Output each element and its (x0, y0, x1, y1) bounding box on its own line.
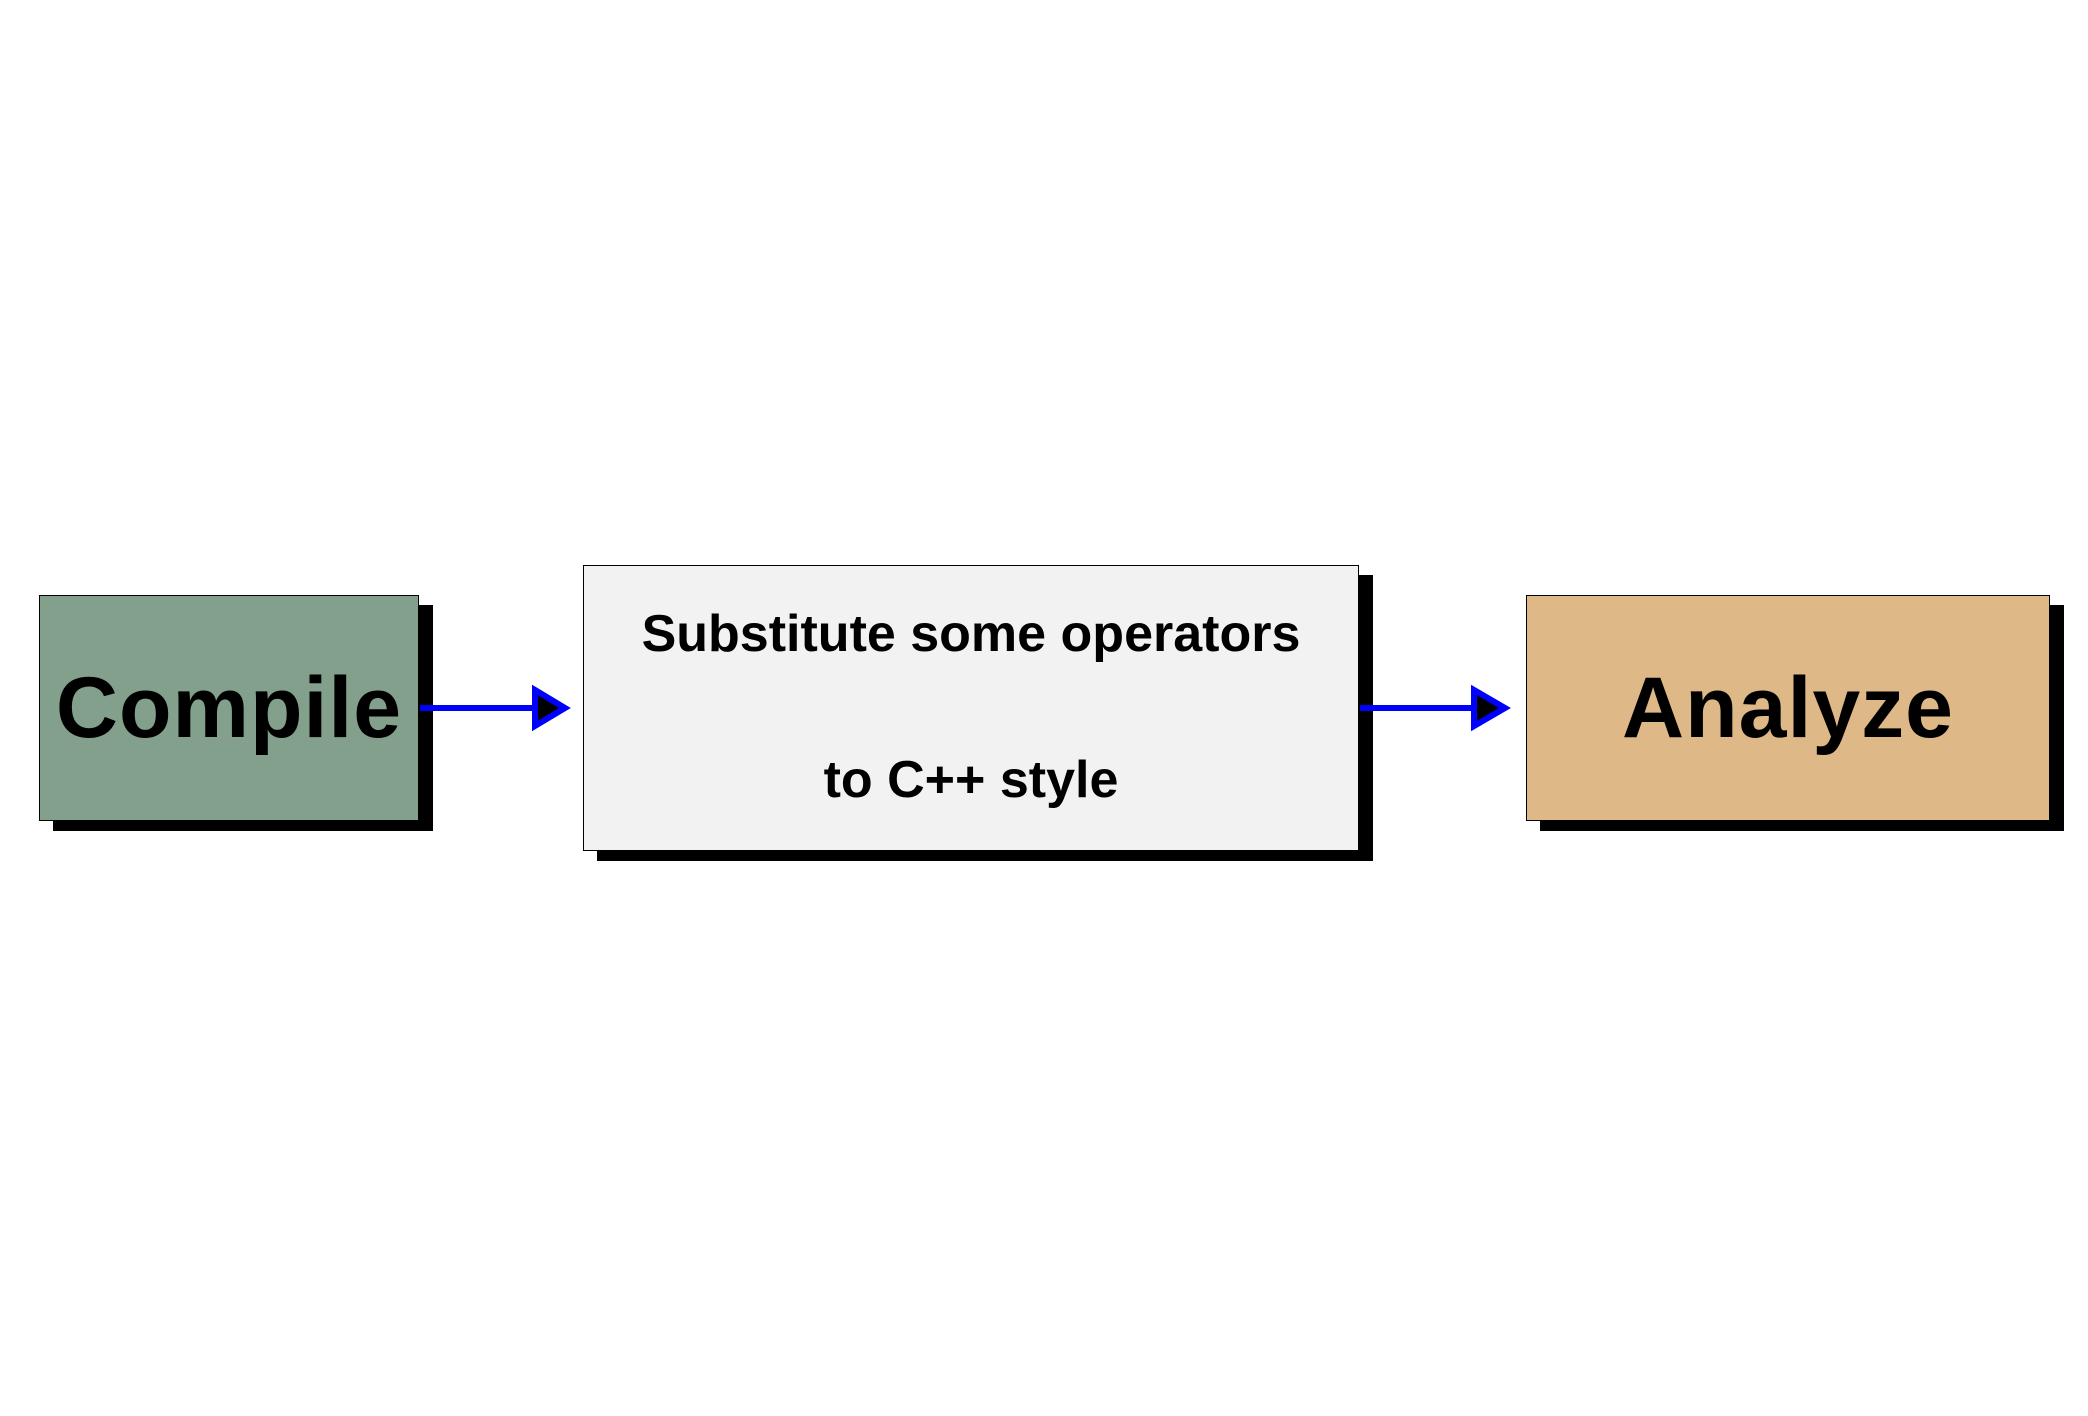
arrow-substitute-to-analyze (1360, 684, 1511, 732)
compile-label: Compile (55, 659, 403, 756)
compile-node: Compile (39, 595, 419, 821)
arrow-head-icon (1471, 684, 1511, 732)
arrow-compile-to-substitute (420, 684, 571, 732)
substitute-label-line-1: Substitute some operators (641, 605, 1301, 663)
analyze-node: Analyze (1526, 595, 2050, 821)
arrow-head-icon (532, 684, 571, 732)
substitute-node: Substitute some operators to C++ style (583, 565, 1359, 851)
analyze-label: Analyze (1621, 659, 1955, 756)
substitute-label-line-2: to C++ style (823, 751, 1119, 809)
